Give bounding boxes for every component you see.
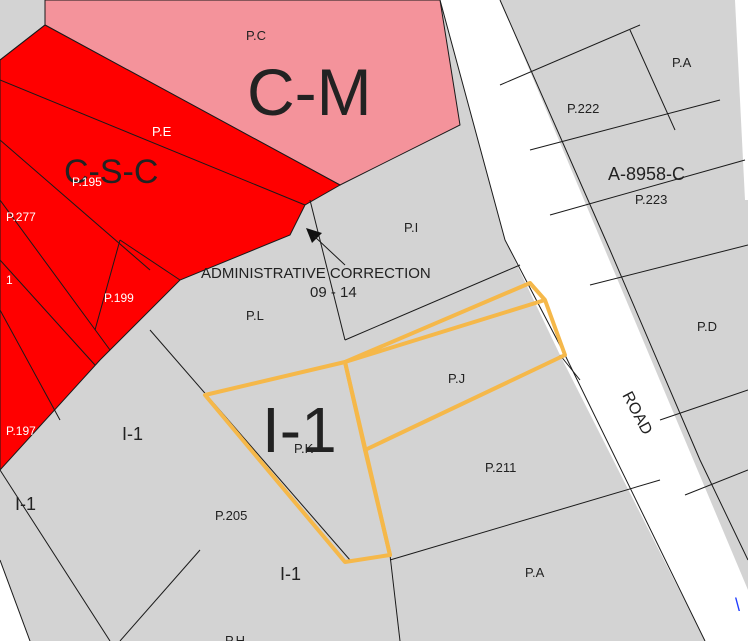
zone-label-i1-b: I-1 bbox=[15, 494, 36, 514]
parcel-label-pa-bottom: P.A bbox=[525, 565, 545, 580]
parcel-line bbox=[0, 139, 151, 271]
parcel-line bbox=[0, 79, 306, 206]
parcel-line bbox=[529, 99, 721, 151]
parcel-label-pe: P.E bbox=[152, 124, 172, 139]
parcel-label-pa-top: P.A bbox=[672, 55, 692, 70]
survey-label: A-8958-C bbox=[608, 164, 685, 184]
annotation-leader-line bbox=[313, 235, 346, 266]
zone-label-i1-large: I-1 bbox=[262, 394, 337, 466]
annotation-arrow-icon bbox=[306, 228, 322, 243]
highlight-parcel-pj bbox=[343, 298, 567, 452]
parcel-line bbox=[659, 389, 748, 421]
parcel-line bbox=[684, 469, 748, 496]
parcel-label-pc: P.C bbox=[246, 28, 266, 43]
parcel-line bbox=[0, 24, 46, 61]
parcel-label-p197: P.197 bbox=[6, 424, 36, 438]
road bbox=[440, 0, 748, 641]
parcel-line bbox=[119, 239, 181, 281]
parcel-label-edge: 1 bbox=[6, 273, 13, 287]
parcel-label-p223: P.223 bbox=[635, 192, 667, 207]
parcel-line bbox=[549, 159, 746, 216]
zone-csc-area bbox=[0, 24, 342, 471]
parcel-label-pi: P.I bbox=[404, 220, 418, 235]
parcel-line bbox=[119, 549, 201, 641]
parcel-line bbox=[309, 199, 346, 341]
road-edge-right bbox=[499, 0, 748, 561]
parcel-line bbox=[0, 199, 111, 351]
highlight-strip bbox=[344, 281, 547, 364]
parcel-line bbox=[589, 244, 748, 286]
parcel-label-p211: P.211 bbox=[485, 460, 516, 475]
parcel-label-pd: P.D bbox=[697, 319, 717, 334]
parcel-label-p205: P.205 bbox=[215, 508, 247, 523]
parcel-label-pk: P.K bbox=[294, 441, 314, 456]
highlight-divider bbox=[363, 449, 392, 556]
edge-mark: \ bbox=[735, 595, 740, 615]
zone-label-i1-c: I-1 bbox=[280, 564, 301, 584]
parcel-line bbox=[0, 469, 111, 641]
parcel-line bbox=[149, 329, 351, 561]
parcel-label-ph: P.H bbox=[225, 633, 245, 641]
parcel-line bbox=[499, 24, 641, 86]
parcel-label-p277: P.277 bbox=[6, 210, 36, 224]
parcel-line bbox=[0, 309, 61, 421]
parcel-line bbox=[559, 354, 581, 381]
parcel-line bbox=[389, 479, 661, 561]
parcel-line bbox=[344, 264, 521, 341]
parcel-line bbox=[94, 239, 121, 331]
annotation-line-1: ADMINISTRATIVE CORRECTION bbox=[201, 265, 431, 282]
parcel-label-p199: P.199 bbox=[104, 291, 134, 305]
road-edge-left bbox=[439, 0, 706, 641]
zone-cm-area bbox=[44, 0, 461, 186]
parcel-line bbox=[0, 259, 96, 366]
zone-label-cm: C-M bbox=[247, 55, 372, 129]
parcel-label-p195: P.195 bbox=[72, 175, 102, 189]
annotation-line-2: 09 - 14 bbox=[310, 284, 357, 301]
parcel-line bbox=[389, 554, 401, 641]
parcel-label-p222: P.222 bbox=[567, 101, 599, 116]
open-area-edge bbox=[0, 559, 31, 641]
parcel-label-pl: P.L bbox=[246, 308, 264, 323]
zone-label-i1-a: I-1 bbox=[122, 424, 143, 444]
open-area-right bbox=[735, 0, 748, 200]
parcel-label-pj: P.J bbox=[448, 371, 465, 386]
zone-label-csc: C-S-C bbox=[64, 153, 158, 191]
